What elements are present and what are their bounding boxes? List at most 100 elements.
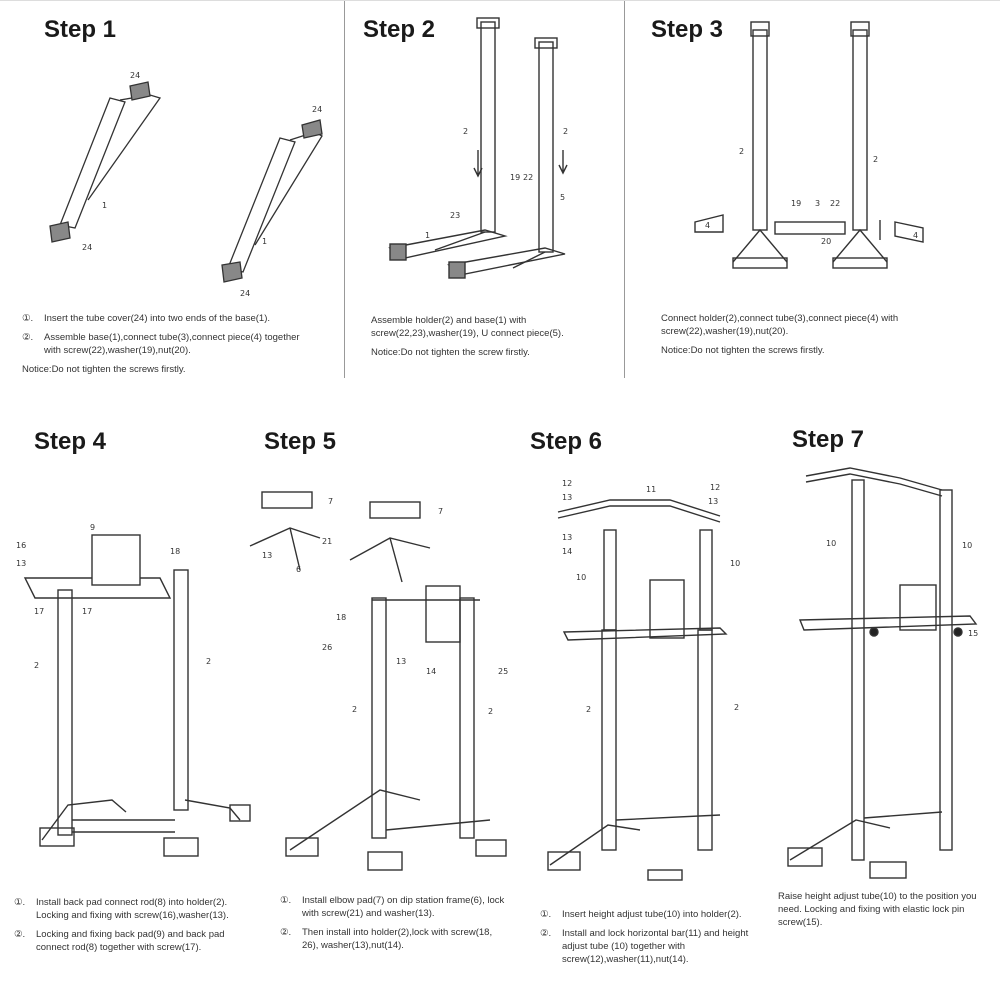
step-1-instr-1-num: ①.	[22, 313, 34, 324]
step-2-label-22: 22	[523, 173, 533, 182]
step-2-instructions: Assemble holder(2) and base(1) with scre…	[371, 314, 601, 365]
step-1-panel: Step 1 24 1 24 24 1 24 ①.Insert the tube…	[0, 0, 344, 380]
step-6-label-14: 14	[562, 547, 572, 556]
step-5-label-7b: 7	[438, 507, 443, 516]
step-4-instr-1: Install back pad connect rod(8) into hol…	[36, 897, 229, 921]
step-2-label-5: 5	[560, 193, 565, 202]
step-4-label-13: 13	[16, 559, 26, 568]
step-4-label-17b: 17	[82, 607, 92, 616]
step-5-diagram: 7 7 21 13 6 18 26 13 14 2 2 25	[249, 491, 508, 871]
step-5-instr-2: Then install into holder(2),lock with sc…	[302, 927, 493, 951]
step-5-panel: Step 5 7 7 21 13 6 18 26 13	[249, 420, 520, 1000]
step-5-label-26: 26	[322, 643, 332, 652]
step-6-instr-2-num: ②.	[540, 928, 552, 939]
step-5-label-18: 18	[336, 613, 346, 622]
step-3-label-20: 20	[821, 237, 831, 246]
step-4-instr-2: Locking and fixing back pad(9) and back …	[36, 929, 225, 953]
step-3-instructions: Connect holder(2),connect tube(3),connec…	[661, 312, 941, 363]
step-1-instr-2-num: ②.	[22, 332, 34, 343]
step-6-label-11: 11	[646, 485, 656, 494]
step-5-label-7a: 7	[328, 497, 333, 506]
step-7-label-10b: 10	[962, 541, 972, 550]
step-1-label-1b: 1	[262, 237, 267, 246]
step-5-label-13: 13	[262, 551, 272, 560]
step-7-label-15: 15	[968, 629, 978, 638]
step-1-label-24d: 24	[240, 289, 250, 298]
step-3-label-4a: 4	[705, 221, 710, 230]
step-6-title: Step 6	[530, 428, 603, 455]
step-1-instructions: ①. Insert the tube cover(24) into two end…	[22, 312, 312, 382]
step-5-label-14: 14	[426, 667, 436, 676]
step-4-instr-1-num: ①.	[14, 897, 26, 908]
step-5-label-25: 25	[498, 667, 508, 676]
step-7-instr-1: Raise height adjust tube(10) to the posi…	[778, 891, 977, 928]
step-6-label-13a: 13	[562, 493, 572, 502]
step-7-title: Step 7	[792, 426, 865, 453]
step-4-label-17a: 17	[34, 607, 44, 616]
step-2-label-1: 1	[425, 231, 430, 240]
step-3-label-2b: 2	[873, 155, 878, 164]
step-2-title: Step 2	[363, 16, 436, 43]
step-2-notice: Notice:Do not tighten the screw firstly.	[371, 347, 530, 358]
step-3-label-19: 19	[791, 199, 801, 208]
step-7-panel: Step 7 10 10 15 Raise height adjust tube…	[778, 420, 1000, 1000]
step-6-instr-1-num: ①.	[540, 909, 552, 920]
step-2-panel: Step 2 2 2 5 19 22 23 1	[345, 0, 624, 380]
step-4-label-2a: 2	[34, 661, 39, 670]
divider-top-1	[344, 0, 345, 378]
step-4-label-16: 16	[16, 541, 26, 550]
step-4-title: Step 4	[34, 428, 107, 455]
step-4-panel: Step 4 9 16 13 18 17 17 2 2 ①.Insta	[0, 420, 251, 1000]
step-5-label-2a: 2	[352, 705, 357, 714]
step-1-label-24c: 24	[312, 105, 322, 114]
step-1-notice: Notice:Do not tighten the screws firstly…	[22, 364, 186, 375]
step-4-label-18: 18	[170, 547, 180, 556]
step-5-instructions: ①. Install elbow pad(7) on dip station fr…	[280, 894, 508, 958]
step-3-notice: Notice:Do not tighten the screws firstly…	[661, 345, 825, 356]
step-1-label-1a: 1	[102, 201, 107, 210]
step-5-instr-1: Install elbow pad(7) on dip station fram…	[302, 895, 505, 919]
step-2-label-23: 23	[450, 211, 460, 220]
step-5-label-13b: 13	[396, 657, 406, 666]
step-3-title: Step 3	[651, 16, 724, 43]
step-4-label-9: 9	[90, 523, 95, 532]
step-2-label-2b: 2	[563, 127, 568, 136]
step-1-instr-1: Insert the tube cover(24) into two ends …	[44, 313, 271, 324]
step-5-instr-1-num: ①.	[280, 895, 292, 906]
step-5-title: Step 5	[264, 428, 337, 455]
step-6-instr-2: Install and lock horizontal bar(11) and …	[562, 928, 749, 965]
step-3-instr-1: Connect holder(2),connect tube(3),connec…	[661, 313, 899, 337]
divider-horizontal-1	[0, 0, 1000, 1]
step-4-instructions: ①. Install back pad connect rod(8) into h…	[14, 896, 246, 960]
step-4-label-2b: 2	[206, 657, 211, 666]
step-6-instructions: ①. Insert height adjust tube(10) into hol…	[540, 908, 775, 972]
step-3-label-22: 22	[830, 199, 840, 208]
step-6-label-10b: 10	[730, 559, 740, 568]
step-2-instr-1: Assemble holder(2) and base(1) with scre…	[371, 315, 564, 339]
step-3-label-4b: 4	[913, 231, 918, 240]
step-6-instr-1: Insert height adjust tube(10) into holde…	[562, 909, 742, 920]
step-3-label-3: 3	[815, 199, 820, 208]
step-2-label-2a: 2	[463, 127, 468, 136]
step-7-label-10a: 10	[826, 539, 836, 548]
step-6-label-2b: 2	[734, 703, 739, 712]
step-5-label-6: 6	[296, 565, 301, 574]
step-7-instructions: Raise height adjust tube(10) to the posi…	[778, 890, 996, 935]
step-5-label-2b: 2	[488, 707, 493, 716]
step-6-label-13c: 13	[562, 533, 572, 542]
step-1-label-24a: 24	[130, 71, 140, 80]
step-1-label-24b: 24	[82, 243, 92, 252]
step-2-label-19: 19	[510, 173, 520, 182]
step-6-label-10a: 10	[576, 573, 586, 582]
step-3-label-2a: 2	[739, 147, 744, 156]
step-6-diagram: 12 13 11 12 13 13 14 10 10 2 2	[547, 479, 740, 881]
step-1-diagram: 24 1 24 24 1 24	[49, 71, 323, 298]
step-6-label-12b: 12	[710, 483, 720, 492]
step-6-label-13b: 13	[708, 497, 718, 506]
step-4-instr-2-num: ②.	[14, 929, 26, 940]
divider-top-2	[624, 0, 625, 378]
step-3-diagram: 2 2 4 3 19 22 20 4	[694, 21, 924, 269]
step-4-diagram: 9 16 13 18 17 17 2 2	[16, 523, 251, 857]
step-1-instr-2: Assemble base(1),connect tube(3),connect…	[44, 332, 300, 356]
step-6-label-2a: 2	[586, 705, 591, 714]
